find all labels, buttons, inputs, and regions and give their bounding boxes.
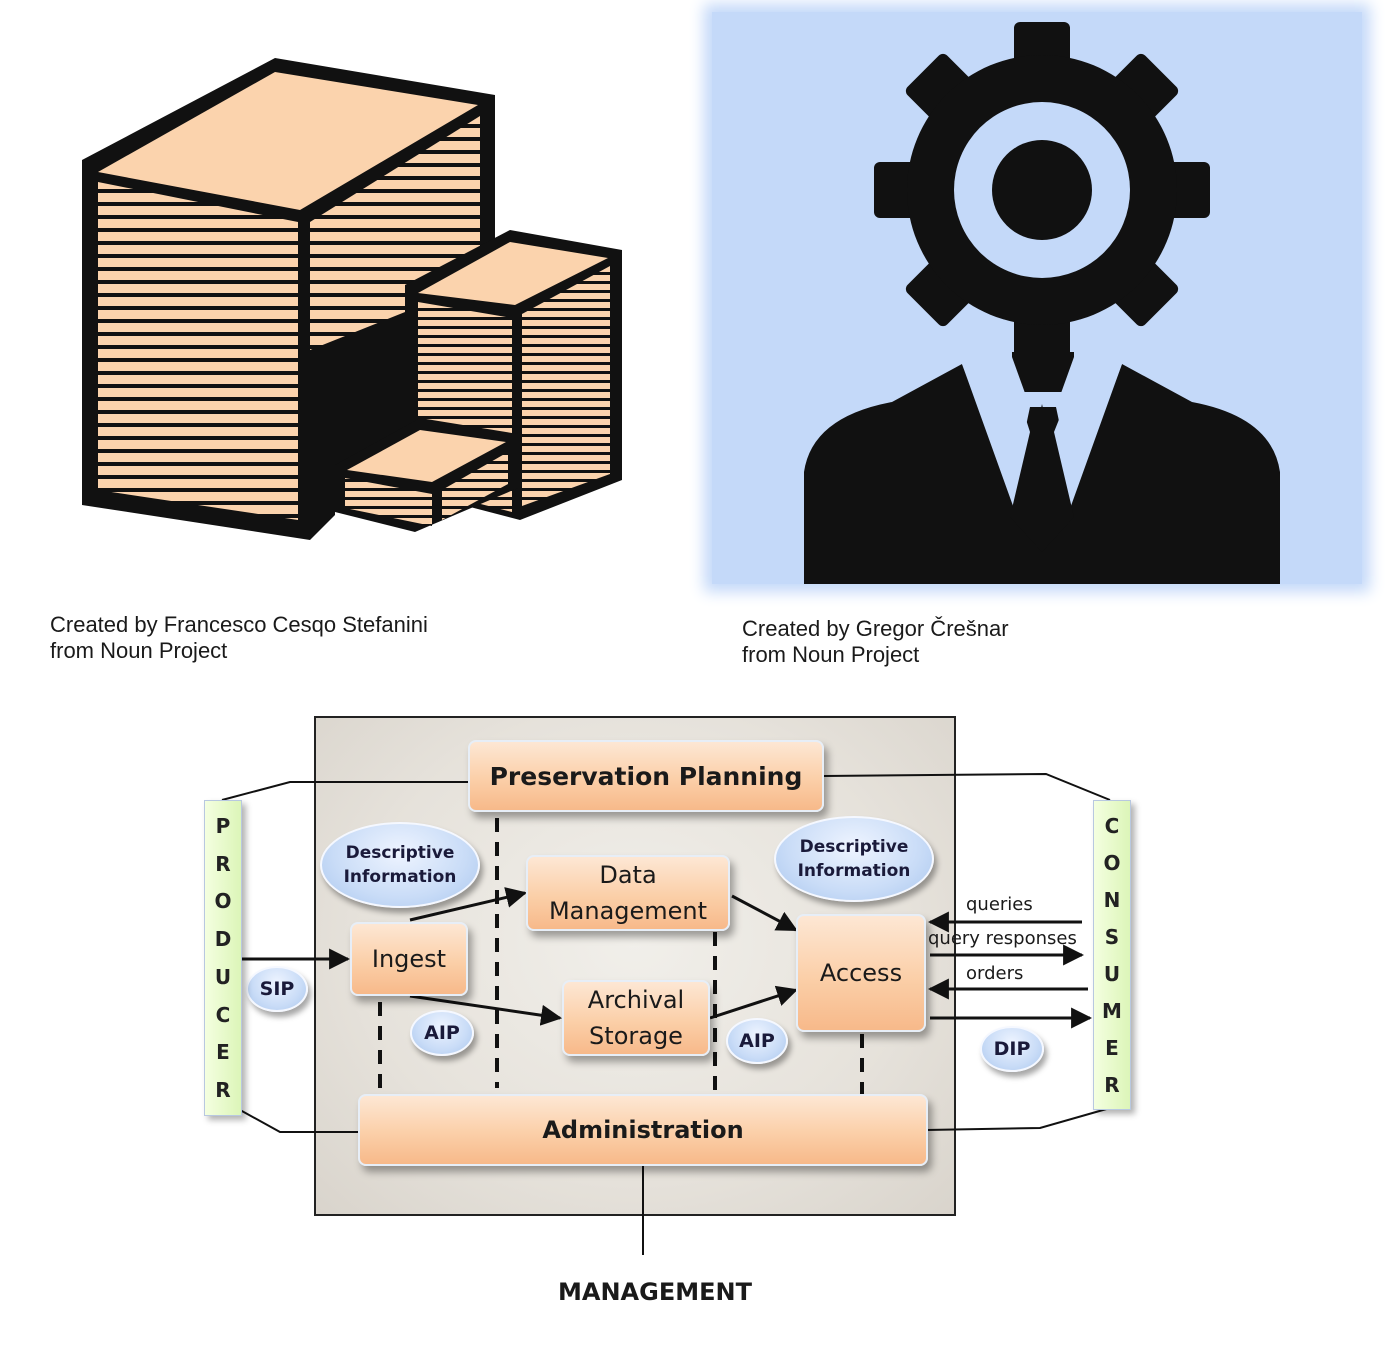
administration-label: Administration [542, 1116, 744, 1144]
aip-right-label: AIP [739, 1030, 775, 1052]
producer-letter: E [216, 1040, 230, 1065]
aip-left-label: AIP [424, 1022, 460, 1044]
gear-head-businessman-icon [804, 22, 1280, 584]
consumer-letter: R [1104, 1072, 1120, 1097]
left-credit-line1: Created by Francesco Cesqo Stefanini [50, 612, 428, 637]
aip-right-ellipse: AIP [726, 1018, 788, 1064]
right-credit-line1: Created by Gregor Črešnar [742, 616, 1009, 641]
consumer-letter: M [1102, 998, 1122, 1023]
consumer-bar: C O N S U M E R [1093, 800, 1131, 1110]
producer-letter: C [215, 1002, 231, 1027]
consumer-letter: N [1103, 887, 1121, 912]
right-credit-line2: from Noun Project [742, 642, 920, 667]
descriptive-information-right-ellipse: Descriptive Information [774, 816, 934, 902]
descriptive-information-left-ellipse: Descriptive Information [320, 822, 480, 908]
dip-ellipse: DIP [980, 1026, 1044, 1072]
producer-letter: P [215, 813, 231, 838]
ingest-box: Ingest [350, 922, 468, 996]
aip-left-ellipse: AIP [410, 1010, 474, 1056]
queries-label: queries [966, 894, 1033, 915]
consumer-letter: S [1104, 924, 1120, 949]
query-responses-label: query responses [928, 928, 1077, 949]
producer-letter: R [215, 851, 231, 876]
ingest-label: Ingest [371, 945, 447, 973]
sip-label: SIP [259, 978, 295, 1000]
orders-label: orders [966, 963, 1024, 984]
archival-storage-label-2: Storage [589, 1022, 683, 1050]
preservation-planning-label: Preservation Planning [489, 761, 803, 791]
descriptive-left-label-2: Information [343, 867, 457, 887]
descriptive-right-label-1: Descriptive [799, 837, 909, 857]
management-label: MANAGEMENT [558, 1278, 752, 1306]
access-label: Access [819, 959, 903, 987]
left-credit-line2: from Noun Project [50, 638, 228, 663]
administration-box: Administration [358, 1094, 928, 1166]
data-management-box: Data Management [526, 855, 730, 931]
preservation-planning-box: Preservation Planning [468, 740, 824, 812]
producer-bar: P R O D U C E R [204, 800, 242, 1116]
data-management-label-1: Data [599, 861, 657, 889]
archival-storage-box: Archival Storage [562, 980, 710, 1056]
descriptive-left-label-1: Descriptive [345, 843, 455, 863]
archival-storage-label-1: Archival [587, 986, 685, 1014]
paper-stacks-icon [82, 58, 622, 540]
sip-ellipse: SIP [246, 966, 308, 1012]
consumer-letter: E [1105, 1035, 1119, 1060]
producer-letter: O [214, 889, 232, 914]
producer-letter: U [214, 964, 232, 989]
left-credit: Created by Francesco Cesqo Stefanini fro… [50, 612, 428, 664]
descriptive-right-label-2: Information [797, 861, 911, 881]
data-management-label-2: Management [548, 897, 708, 925]
producer-letter: D [214, 927, 232, 952]
dip-label: DIP [993, 1038, 1031, 1060]
producer-letter: R [215, 1078, 231, 1103]
right-credit: Created by Gregor Črešnar from Noun Proj… [742, 616, 1009, 668]
consumer-letter: O [1103, 850, 1121, 875]
consumer-letter: C [1104, 813, 1120, 838]
access-box: Access [796, 914, 926, 1032]
consumer-letter: U [1103, 961, 1121, 986]
